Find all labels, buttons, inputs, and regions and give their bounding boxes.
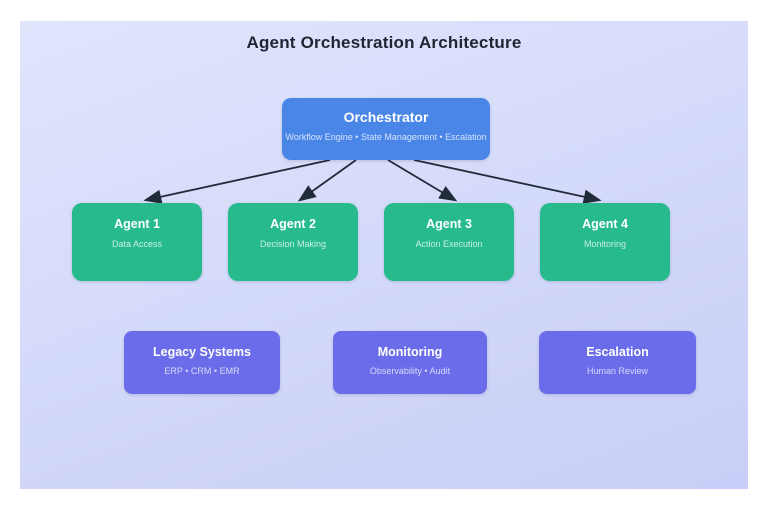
agent-4-node: Agent 4 Monitoring	[540, 203, 670, 281]
orchestrator-node: Orchestrator Workflow Engine • State Man…	[282, 98, 490, 160]
monitoring-title: Monitoring	[377, 345, 443, 359]
agent-2-node: Agent 2 Decision Making	[228, 203, 358, 281]
agent-3-subtitle: Action Execution	[415, 239, 483, 249]
orchestrator-title: Orchestrator	[343, 109, 429, 125]
agent-1-subtitle: Data Access	[111, 239, 163, 249]
orchestrator-subtitle: Workflow Engine • State Management • Esc…	[285, 132, 487, 142]
agent-2-subtitle: Decision Making	[259, 239, 327, 249]
agent-3-title: Agent 3	[426, 217, 472, 231]
legacy-systems-subtitle: ERP • CRM • EMR	[164, 366, 240, 376]
agent-4-subtitle: Monitoring	[583, 239, 627, 249]
agent-1-node: Agent 1 Data Access	[72, 203, 202, 281]
escalation-title: Escalation	[586, 345, 649, 359]
legacy-systems-node: Legacy Systems ERP • CRM • EMR	[124, 331, 280, 394]
diagram-title: Agent Orchestration Architecture	[246, 33, 522, 52]
agent-3-node: Agent 3 Action Execution	[384, 203, 514, 281]
agent-4-title: Agent 4	[582, 217, 628, 231]
legacy-systems-title: Legacy Systems	[153, 345, 251, 359]
agent-2-title: Agent 2	[270, 217, 316, 231]
escalation-node: Escalation Human Review	[539, 331, 696, 394]
escalation-subtitle: Human Review	[586, 366, 649, 376]
monitoring-node: Monitoring Observability • Audit	[333, 331, 487, 394]
agent-1-title: Agent 1	[114, 217, 160, 231]
monitoring-subtitle: Observability • Audit	[369, 366, 451, 376]
